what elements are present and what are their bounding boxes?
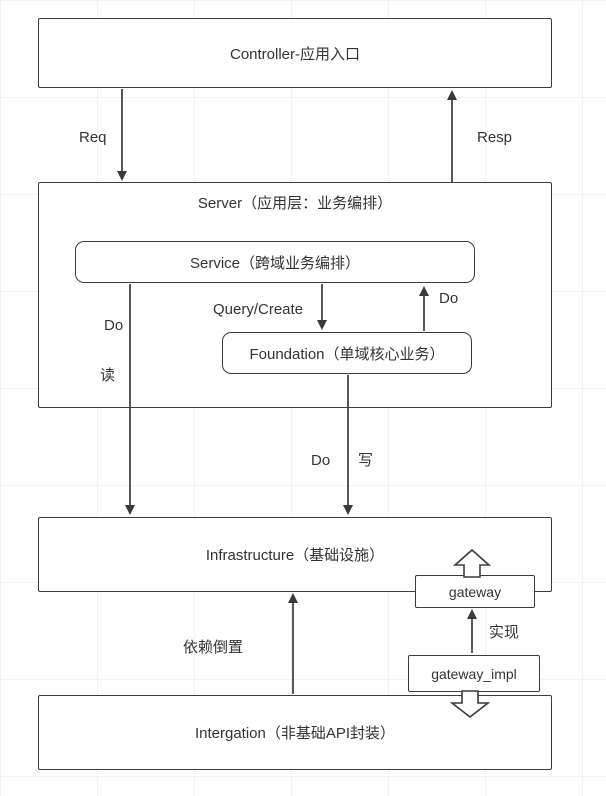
req-label: Req [79,129,107,146]
do-up-label: Do [439,290,459,307]
integration-label: Intergation（非基础API封装） [194,725,396,742]
controller-label: Controller-应用入口 [229,45,361,63]
resp-arrow [447,90,457,182]
service-label: Service（跨域业务编排） [189,254,361,272]
infrastructure-label: Infrastructure（基础设施） [205,547,385,564]
service-box: Service（跨域业务编排） [75,241,475,283]
do-write-label: Do [311,452,331,469]
gateway-impl-box: gateway_impl [408,655,540,692]
implement-label: 实现 [489,624,520,641]
server-label: Server（应用层：业务编排） [197,195,393,212]
server-box: Server（应用层：业务编排） [38,182,552,408]
req-arrow [117,89,127,181]
foundation-box: Foundation（单域核心业务） [222,332,472,374]
query-create-label: Query/Create [213,301,304,318]
implement-arrow [467,609,477,653]
dependency-inversion-label: 依赖倒置 [183,639,244,656]
read-label: 读 [100,367,116,384]
gateway-impl-label: gateway_impl [431,665,517,682]
dependency-inversion-arrow [288,593,298,694]
gateway-label: gateway [448,583,502,600]
foundation-label: Foundation（单域核心业务） [249,345,445,363]
resp-label: Resp [477,129,513,146]
write-label: 写 [358,452,374,469]
do-read-label: Do [104,317,124,334]
integration-box: Intergation（非基础API封装） [38,695,552,770]
gateway-box: gateway [415,575,535,608]
controller-box: Controller-应用入口 [38,18,552,88]
